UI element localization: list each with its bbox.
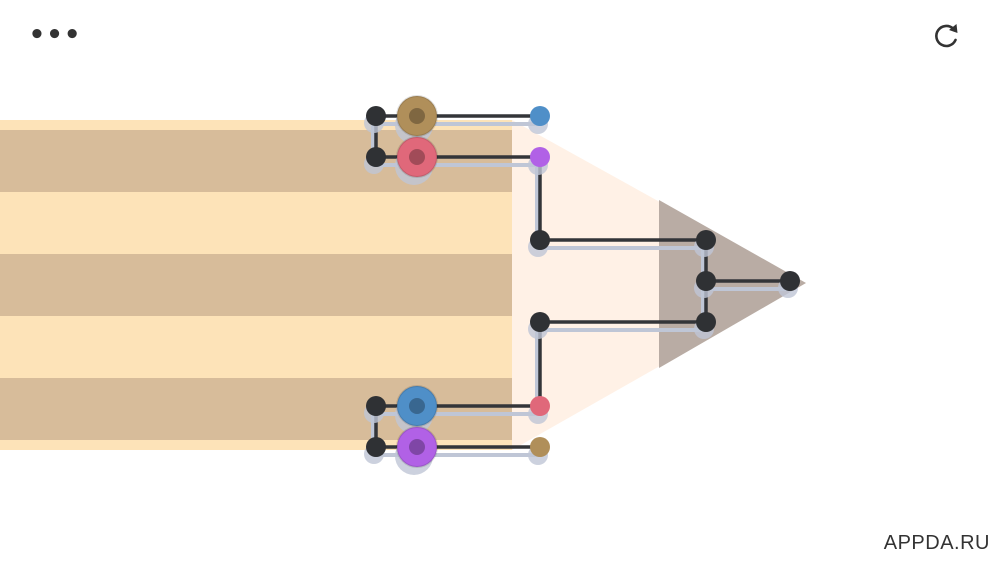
switch-node[interactable]	[366, 437, 386, 457]
balls	[395, 95, 438, 475]
switch-node[interactable]	[366, 106, 386, 126]
switch-node[interactable]	[530, 230, 550, 250]
switch-node[interactable]	[696, 230, 716, 250]
output-gold	[528, 437, 550, 465]
more-dots-icon: •••	[28, 20, 82, 50]
switch-node[interactable]	[696, 271, 716, 291]
outputs	[528, 106, 550, 465]
switch-node[interactable]	[780, 271, 800, 291]
switch-node[interactable]	[366, 147, 386, 167]
gold-ball[interactable]	[395, 95, 438, 144]
switch-node[interactable]	[366, 396, 386, 416]
output-pink	[528, 396, 550, 424]
switch-node[interactable]	[530, 312, 550, 332]
restart-icon	[935, 24, 958, 48]
menu-button[interactable]: •••	[28, 20, 82, 50]
restart-button[interactable]	[924, 14, 968, 58]
switch-node[interactable]	[696, 312, 716, 332]
pencil-stripe-dark	[0, 254, 512, 316]
blue-ball[interactable]	[395, 385, 438, 434]
output-blue	[528, 106, 550, 134]
purple-ball[interactable]	[395, 426, 438, 475]
output-purple	[528, 147, 550, 175]
watermark: APPDA.RU	[883, 532, 990, 554]
nodes	[364, 106, 800, 464]
pink-ball[interactable]	[395, 136, 438, 185]
